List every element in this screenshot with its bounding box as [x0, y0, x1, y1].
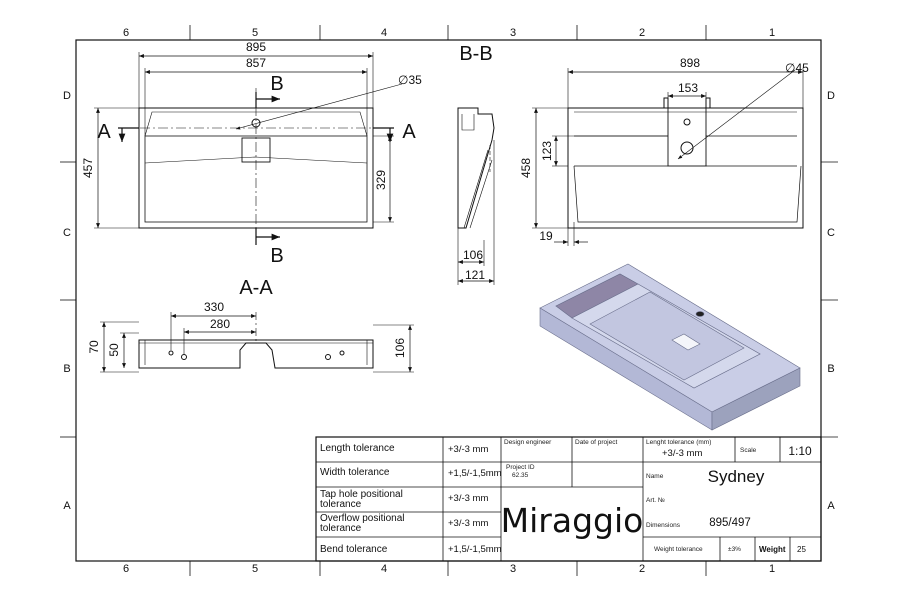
zone-row-left-a: A: [63, 500, 71, 512]
tol-overflow-value: +3/-3 mm: [448, 518, 488, 529]
name-label: Name: [646, 473, 664, 480]
zone-labels: 6 5 4 3 2 1 6 5 4 3 2 1 D C B A D C B A: [63, 27, 835, 575]
tol-length-label: Length tolerance: [320, 443, 395, 454]
zone-row-right-b: B: [827, 363, 834, 375]
zone-col-bottom-5: 5: [252, 563, 258, 575]
dim-aa-330: 330: [204, 300, 224, 314]
dim-hole-diameter: ∅35: [398, 73, 422, 87]
section-aa-title: A-A: [239, 277, 273, 299]
zone-col-top-2: 2: [639, 27, 645, 39]
dim-aa-70: 70: [87, 340, 101, 354]
zone-col-bottom-1: 1: [769, 563, 775, 575]
zone-row-right-c: C: [827, 227, 835, 239]
dim-aa-280: 280: [210, 317, 230, 331]
zone-row-left-b: B: [63, 363, 70, 375]
section-bb-title: B-B: [459, 43, 492, 65]
tol-width-value: +1,5/-1,5mm: [448, 468, 502, 479]
section-a-right-label: A: [402, 121, 416, 143]
zone-ticks: [60, 25, 838, 576]
zone-col-bottom-4: 4: [381, 563, 387, 575]
product-name: Sydney: [708, 467, 765, 486]
zone-col-top-3: 3: [510, 27, 516, 39]
length-tolerance-label: Lenght tolerance (mm): [646, 439, 711, 446]
dim-inner-width: 857: [246, 56, 266, 70]
zone-row-right-d: D: [827, 90, 835, 102]
scale-label: Scale: [740, 447, 757, 454]
tol-bend-value: +1,5/-1,5mm: [448, 544, 502, 555]
section-b-bottom-label: B: [270, 245, 283, 267]
weight-tolerance-value: ±3%: [728, 546, 741, 553]
art-no-label: Art. №: [646, 497, 665, 504]
title-block-grid: [315, 436, 822, 562]
weight-value: 25: [797, 545, 806, 554]
brand-name: Miraggio: [501, 501, 644, 540]
dim-edge: 19: [539, 229, 553, 243]
tol-tap-hole-value: +3/-3 mm: [448, 493, 488, 504]
top-view: [94, 52, 403, 245]
section-aa-view: [100, 312, 414, 373]
zone-col-top-4: 4: [381, 27, 387, 39]
zone-row-left-d: D: [63, 90, 71, 102]
dim-depth: 457: [81, 158, 95, 178]
tol-length-value: +3/-3 mm: [448, 444, 488, 455]
zone-col-bottom-2: 2: [639, 563, 645, 575]
weight-label: Weight: [759, 545, 786, 554]
dimensions-value: 895/497: [709, 517, 751, 529]
dim-side-w2: 121: [465, 268, 485, 282]
sink-3d-render: [539, 263, 801, 431]
dim-aa-106: 106: [393, 338, 407, 358]
length-tolerance-value: +3/-3 mm: [662, 448, 702, 459]
section-a-left-label: A: [97, 121, 111, 143]
dim-side-w1: 106: [463, 248, 483, 262]
dim-aa-50: 50: [107, 343, 121, 357]
zone-col-top-5: 5: [252, 27, 258, 39]
side-view: [457, 107, 495, 285]
dimensions-label: Dimensions: [646, 522, 681, 529]
zone-col-top-6: 6: [123, 27, 129, 39]
dim-back-depth: 458: [519, 158, 533, 178]
scale-value: 1:10: [788, 444, 812, 458]
dim-tap-offset: 153: [678, 81, 698, 95]
dim-overall-width: 895: [246, 40, 266, 54]
zone-col-top-1: 1: [769, 27, 775, 39]
tol-bend-label: Bend tolerance: [320, 544, 388, 555]
section-b-top-label: B: [270, 73, 283, 95]
tol-width-label: Width tolerance: [320, 467, 390, 478]
tolerance-table: Length tolerance +3/-3 mm Width toleranc…: [320, 443, 502, 555]
dim-inner-depth: 329: [374, 170, 388, 190]
zone-col-bottom-3: 3: [510, 563, 516, 575]
project-id-value: 62.35: [512, 472, 529, 479]
weight-tolerance-label: Weight tolerance: [654, 546, 703, 553]
back-view: [532, 68, 804, 246]
dim-back-hole-diameter: ∅45: [785, 61, 809, 75]
zone-row-right-a: A: [827, 500, 835, 512]
zone-row-left-c: C: [63, 227, 71, 239]
date-of-project-label: Date of project: [575, 439, 617, 446]
project-id-label: Project ID: [506, 464, 535, 471]
dim-tap-depth: 123: [540, 141, 554, 161]
dim-back-width: 898: [680, 56, 700, 70]
zone-col-bottom-6: 6: [123, 563, 129, 575]
design-engineer-label: Design engineer: [504, 439, 552, 446]
